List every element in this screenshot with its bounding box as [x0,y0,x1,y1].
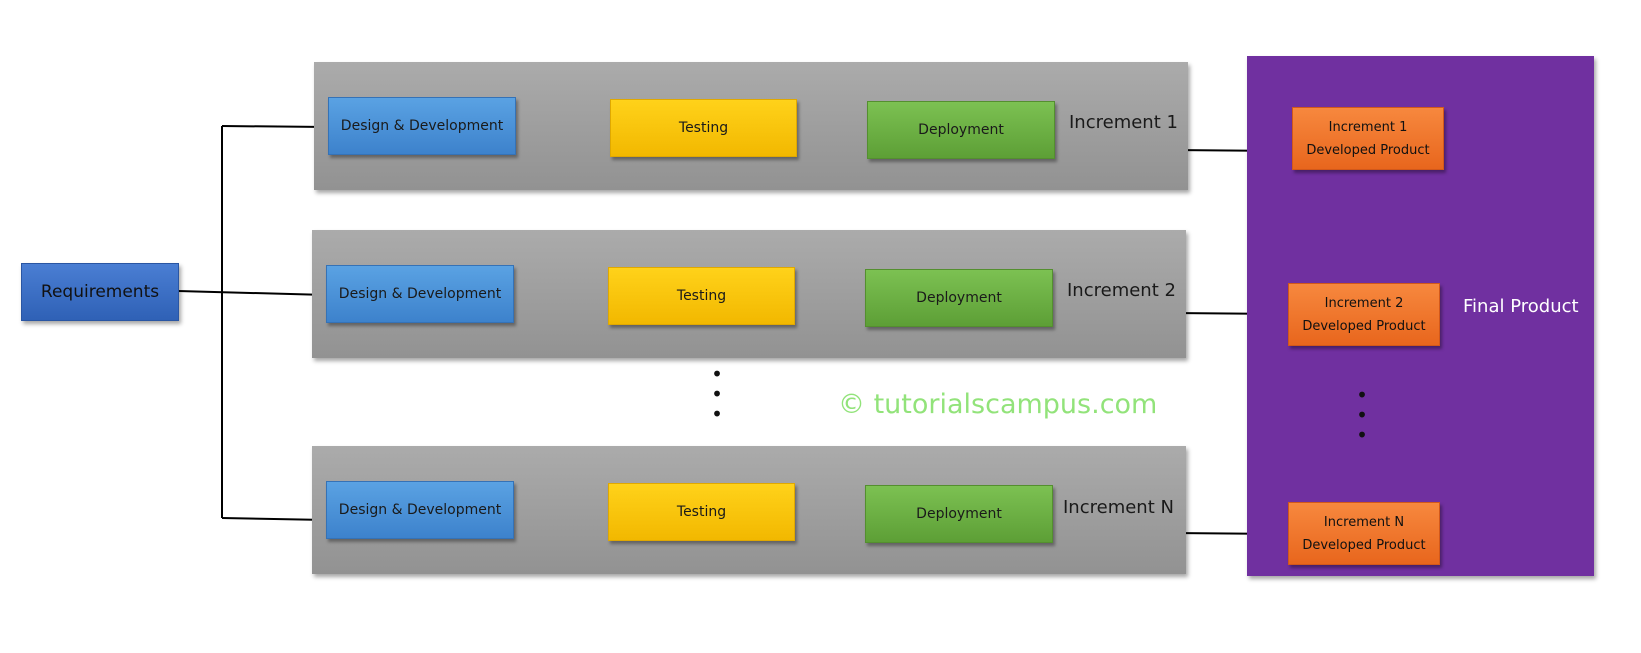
increment-label-1: Increment 1 [1069,112,1178,133]
testing-label: Testing [676,288,727,304]
deployment-box-n: Deployment [865,485,1053,543]
final-product-label: Final Product [1463,296,1579,317]
increment-label-n: Increment N [1063,497,1174,518]
ellipsis-increments: • • • [711,362,723,426]
product-increment-label: Increment 2 [1324,295,1404,311]
testing-label: Testing [678,120,729,136]
deployment-box-2: Deployment [865,269,1053,327]
product-developed-label: Developed Product [1302,537,1426,553]
requirements-label: Requirements [40,282,160,302]
testing-label: Testing [676,504,727,520]
deployment-label: Deployment [916,290,1002,306]
increment-label-2: Increment 2 [1067,280,1176,301]
deployment-label: Deployment [918,122,1004,138]
design-development-box-2: Design & Development [326,265,514,323]
arrow-to-increment-1 [221,122,328,131]
design-development-label: Design & Development [338,286,502,302]
deployment-box-1: Deployment [867,101,1055,159]
developed-product-box-n: Increment N Developed Product [1288,502,1440,565]
design-development-box-1: Design & Development [328,97,516,155]
arrow-to-increment-n [221,515,328,524]
design-development-box-n: Design & Development [326,481,514,539]
requirements-box: Requirements [21,263,179,321]
product-increment-label: Increment N [1323,514,1405,530]
product-developed-label: Developed Product [1306,142,1430,158]
ellipsis-products: • • • [1356,383,1368,447]
developed-product-box-1: Increment 1 Developed Product [1292,107,1444,170]
developed-product-box-2: Increment 2 Developed Product [1288,283,1440,346]
product-developed-label: Developed Product [1302,318,1426,334]
arrow-requirements-to-increment-2 [177,290,328,299]
deployment-label: Deployment [916,506,1002,522]
testing-box-1: Testing [610,99,797,157]
watermark-text: © tutorialscampus.com [838,389,1158,420]
design-development-label: Design & Development [338,502,502,518]
testing-box-n: Testing [608,483,795,541]
design-development-label: Design & Development [340,118,504,134]
product-increment-label: Increment 1 [1328,119,1408,135]
testing-box-2: Testing [608,267,795,325]
